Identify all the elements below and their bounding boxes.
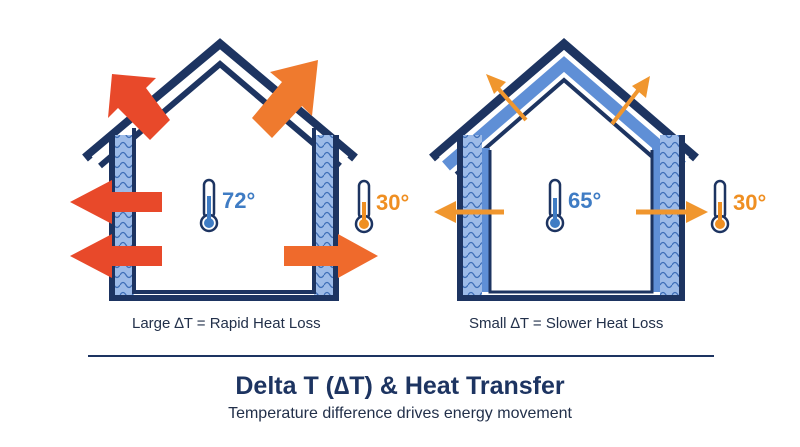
- heat-arrow-icon: [636, 201, 708, 223]
- house-right-icon: [429, 38, 699, 301]
- thermometer-icon: [354, 179, 374, 234]
- left-wall-insulation: [112, 135, 134, 298]
- heat-arrows-rapid: [70, 60, 378, 278]
- right-wall-insulation: [660, 135, 682, 298]
- right-wall-insulation: [314, 135, 336, 298]
- heat-arrow-icon: [486, 74, 528, 122]
- page-subtitle: Temperature difference drives energy mov…: [228, 405, 572, 422]
- heat-arrow-icon: [108, 74, 170, 140]
- heat-arrow-icon: [284, 234, 378, 278]
- divider: [88, 355, 714, 357]
- heat-arrows-slow: [434, 74, 708, 223]
- heat-arrow-icon: [252, 60, 318, 138]
- caption-left: Large ∆T = Rapid Heat Loss: [132, 315, 321, 332]
- heat-arrow-icon: [70, 234, 162, 278]
- page-title: Delta T (∆T) & Heat Transfer: [235, 372, 565, 400]
- left-wall-insulation: [460, 135, 482, 298]
- thermometer-icon: [545, 178, 565, 233]
- indoor-temp-left: 72°: [222, 188, 256, 213]
- heat-arrow-icon: [434, 201, 504, 223]
- outdoor-temp-left: 30°: [376, 190, 410, 215]
- indoor-temp-right: 65°: [568, 188, 602, 213]
- heat-arrow-icon: [70, 180, 162, 224]
- outdoor-temp-right: 30°: [733, 190, 767, 215]
- thermometer-icon: [710, 179, 730, 234]
- thermometer-icon: [199, 178, 219, 233]
- caption-right: Small ∆T = Slower Heat Loss: [469, 315, 664, 332]
- heat-arrow-icon: [610, 76, 650, 126]
